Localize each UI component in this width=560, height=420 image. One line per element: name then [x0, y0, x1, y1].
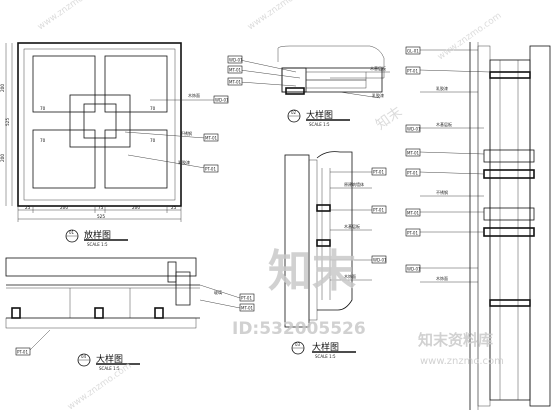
tag-2: PT-01	[205, 167, 216, 172]
dim-bottom-2: 75	[98, 205, 104, 210]
note-board-3: 木基层板	[436, 121, 452, 127]
tag-8: WD-01	[373, 258, 387, 263]
watermark-library: 知末资料库	[418, 331, 493, 349]
tag-7: PT-01	[373, 208, 384, 213]
title-block-detail-top: 02 大样图 SCALE 1:5	[287, 109, 350, 127]
dim-bottom-3: 200	[132, 205, 140, 210]
watermark-brand: 知末	[268, 246, 356, 297]
plan-dimensions: 25 200 75 200 25 525 200 200 525 70 70 7…	[0, 43, 182, 222]
dim-inner-0: 70	[40, 106, 46, 111]
title-block-plan: 01 放样图 SCALE 1:5	[65, 229, 128, 247]
detail-mid-number: 03	[295, 342, 301, 347]
note-board: 木基层板	[370, 65, 386, 71]
detail-bl-title: 大样图	[96, 353, 123, 365]
tag-15: MT-01	[407, 151, 420, 156]
dim-bottom-4: 25	[171, 205, 177, 210]
note-structure: 原建筑墙体	[344, 181, 364, 187]
detail-bottom-left: PT-01 MT-01 玻璃 PT-01 04 大样图 SCALE 1:5	[5, 257, 255, 371]
detail-right-elevation: GL-01 PT-01 WD-01 MT-01 PT-01 MT-01 PT-0…	[405, 42, 551, 410]
title-block-detail-bottom-left: 04 大样图 SCALE 1:5	[77, 353, 140, 371]
dim-bottom-0: 25	[25, 205, 31, 210]
tag-0: WD-01	[215, 98, 229, 103]
watermark-url-5: www.znzmo.com	[246, 0, 314, 32]
tag-1: MT-01	[205, 136, 218, 141]
tag-10: MT-01	[241, 306, 254, 311]
detail-bl-scale: SCALE 1:5	[99, 366, 120, 371]
watermark-brand-2: 知末	[373, 103, 406, 133]
tag-11: PT-01	[17, 350, 28, 355]
dim-left-total: 525	[5, 118, 10, 126]
plan-panels	[32, 55, 168, 189]
watermark-url-2: www.znzmo.com	[36, 0, 104, 32]
note-paint: 乳胶漆	[178, 159, 190, 165]
note-wall-finish-2: 木饰面	[344, 273, 356, 279]
note-metal: 不锈钢	[180, 130, 192, 136]
note-paint-3: 乳胶漆	[436, 85, 448, 91]
detail-top-number: 02	[291, 110, 297, 115]
tag-9: PT-01	[241, 296, 252, 301]
plan-number: 01	[69, 230, 75, 235]
tag-5: MT-01	[229, 80, 242, 85]
detail-bl-number: 04	[81, 354, 87, 359]
tag-6: PT-01	[373, 170, 384, 175]
plan-title: 放样图	[84, 229, 111, 241]
tag-13: PT-01	[407, 69, 418, 74]
plan-scale: SCALE 1:5	[87, 242, 108, 247]
note-glass: 玻璃	[214, 289, 222, 295]
note-board-2: 木基层板	[344, 223, 360, 229]
tag-17: MT-01	[407, 211, 420, 216]
detail-mid-title: 大样图	[312, 341, 339, 353]
tag-19: WD-01	[407, 267, 421, 272]
dim-inner-1: 70	[150, 106, 156, 111]
tag-12: GL-01	[407, 49, 419, 54]
dim-inner-2: 70	[40, 138, 46, 143]
tag-3: WD-01	[229, 58, 243, 63]
plan-drawing: 25 200 75 200 25 525 200 200 525 70 70 7…	[0, 42, 229, 247]
note-wall-finish-3: 木饰面	[436, 275, 448, 281]
note-wall-finish: 木饰面	[188, 92, 200, 98]
dim-left-1: 200	[0, 84, 5, 92]
note-metal-2: 不锈钢	[436, 189, 448, 195]
detail-top: WD-01 MT-01 MT-01 木基层板 乳胶漆 02 大样图 SCALE …	[227, 45, 390, 127]
note-paint-2: 乳胶漆	[372, 92, 384, 98]
dim-left-3: 200	[0, 154, 5, 162]
watermark-id: ID:532005526	[232, 319, 366, 339]
tag-14: WD-01	[407, 127, 421, 132]
tag-18: PT-01	[407, 231, 418, 236]
tag-16: PT-01	[407, 171, 418, 176]
detail-top-title: 大样图	[306, 109, 333, 121]
detail-top-scale: SCALE 1:5	[309, 122, 330, 127]
tag-4: MT-01	[229, 68, 242, 73]
watermark-url: www.znzmo.com	[420, 356, 504, 367]
title-block-detail-mid: 03 大样图 SCALE 1:5	[291, 341, 356, 359]
detail-mid-section: PT-01 PT-01 WD-01 原建筑墙体 木基层板 木饰面 03 大样图 …	[284, 151, 387, 359]
detail-mid-scale: SCALE 1:5	[315, 354, 336, 359]
dim-total: 525	[97, 214, 105, 219]
dim-bottom-1: 200	[60, 205, 68, 210]
dim-inner-3: 70	[150, 138, 156, 143]
plan-leaders: 木饰面 WD-01 不锈钢 MT-01 乳胶漆 PT-01	[124, 92, 229, 173]
